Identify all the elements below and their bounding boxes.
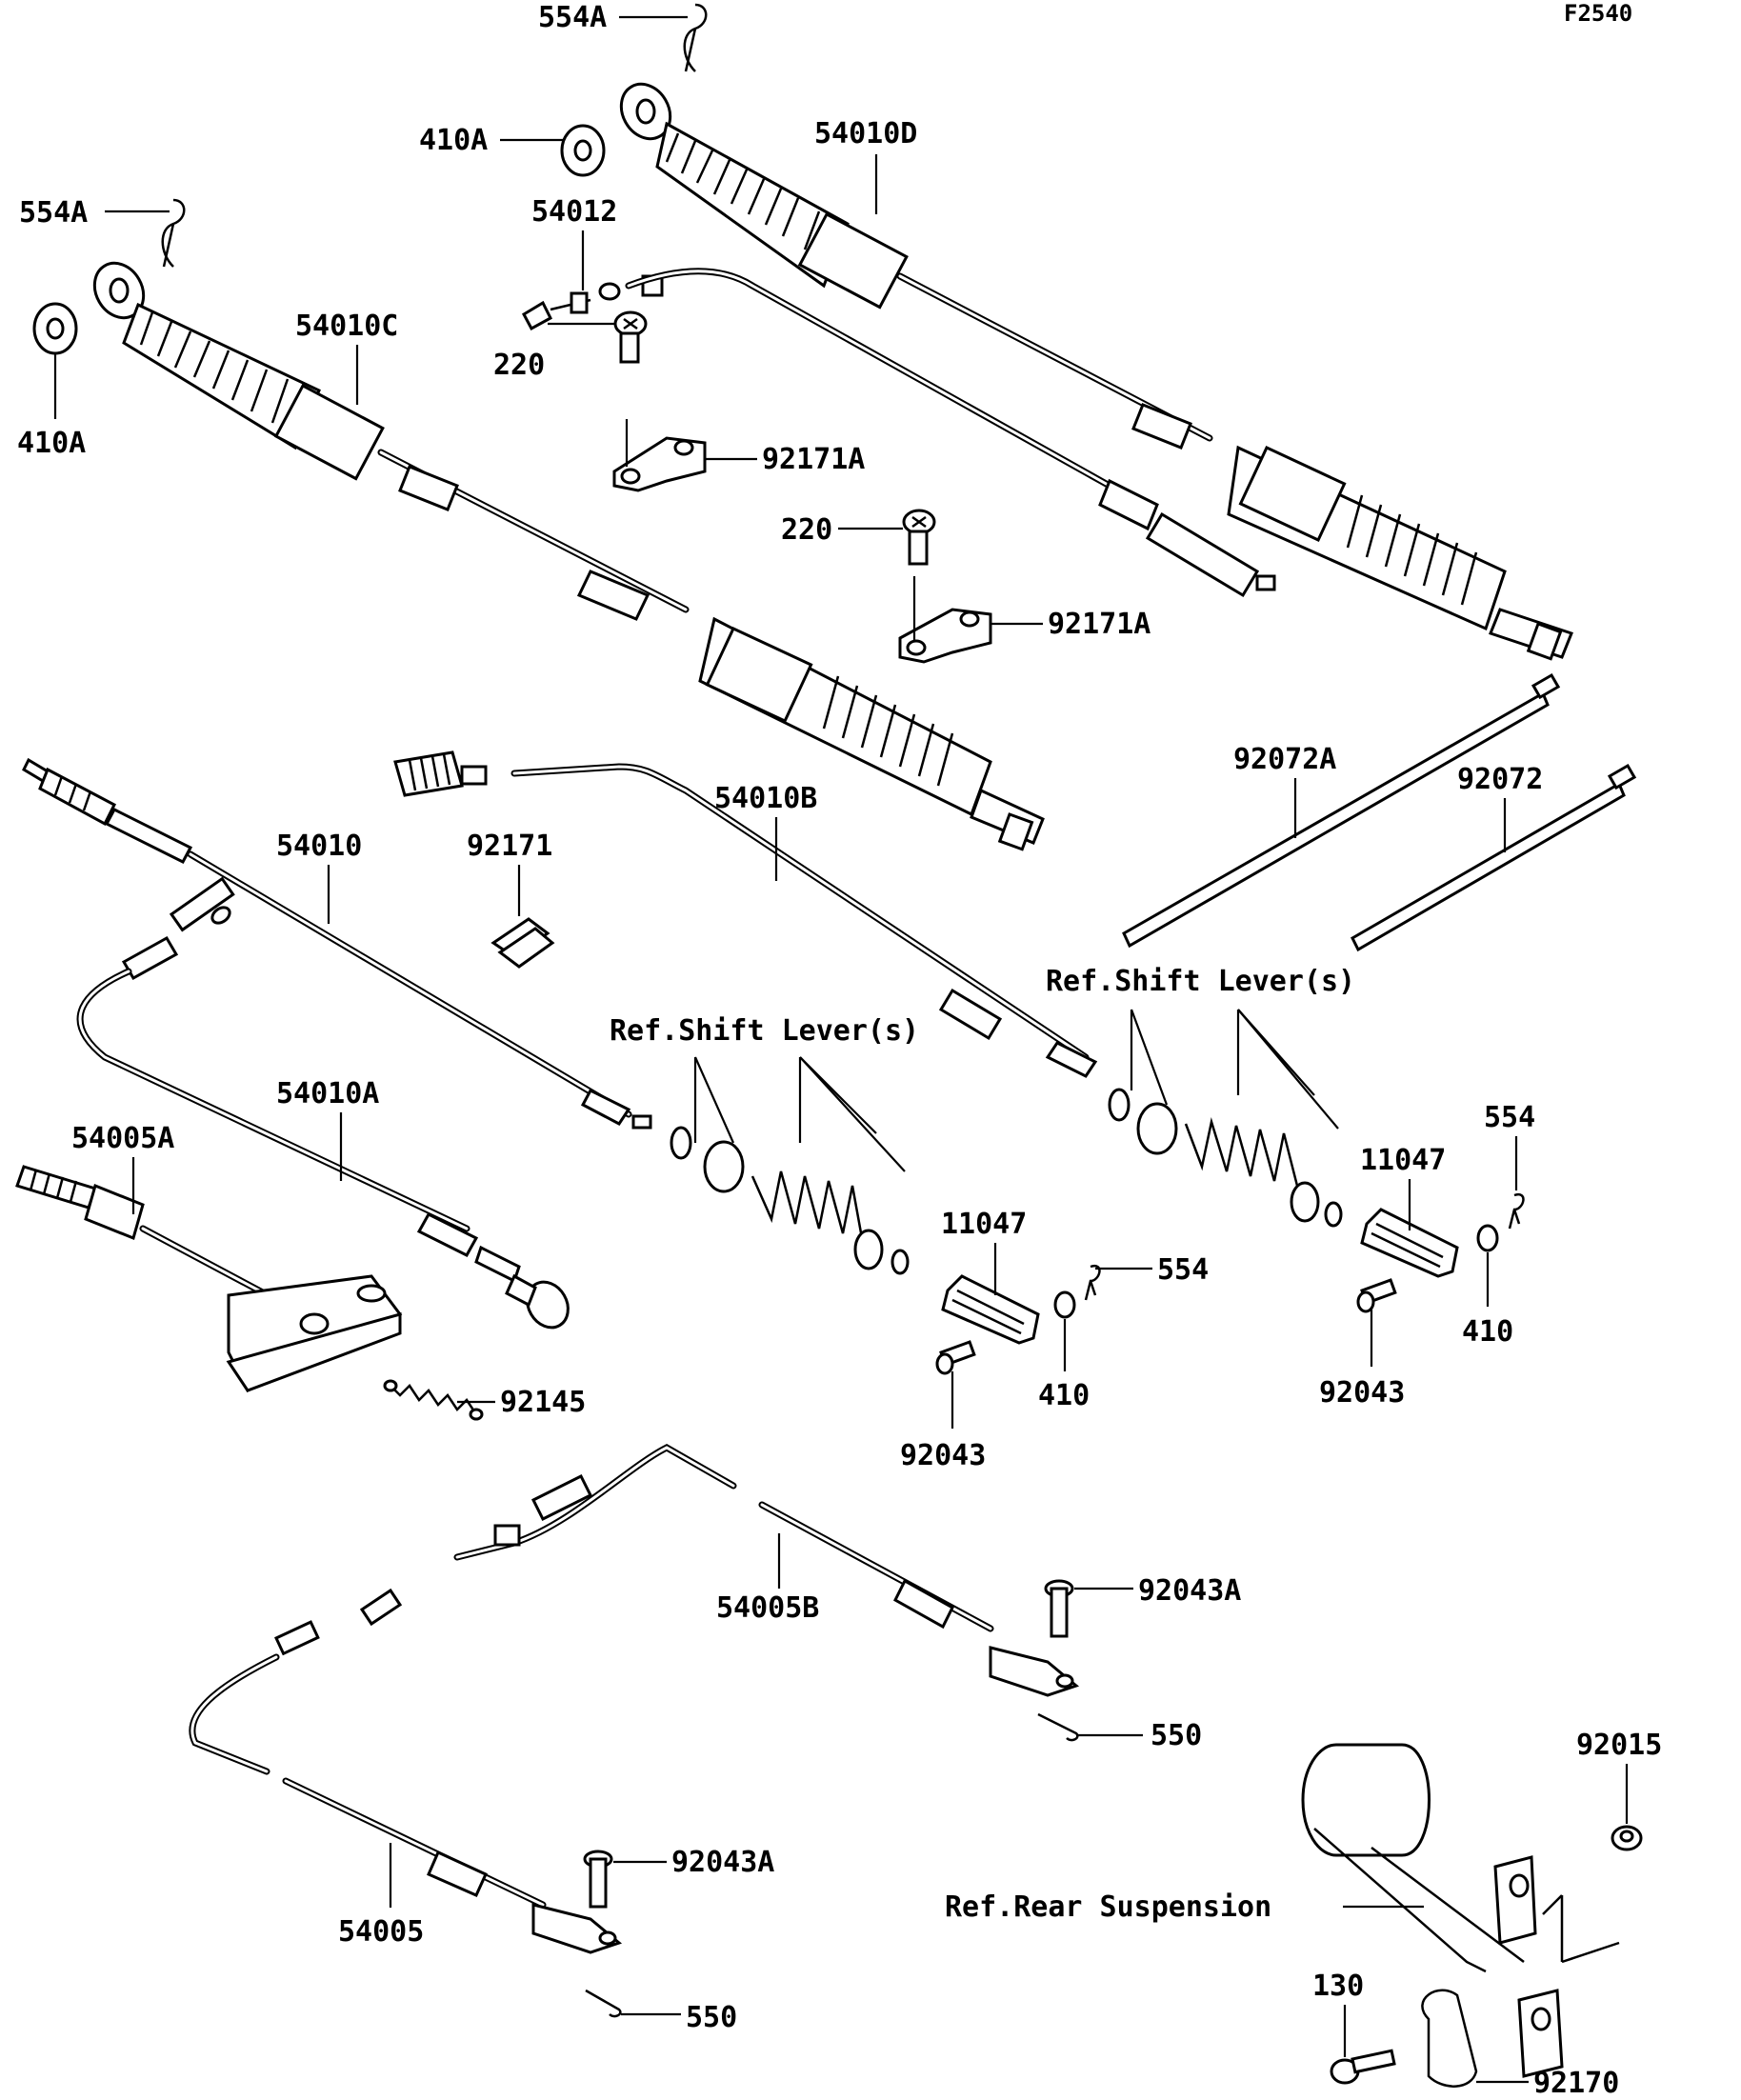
nut-92015 <box>1611 1825 1643 1851</box>
rear-suspension-bracket <box>1301 1743 1620 2078</box>
label-92170: 92170 <box>1533 2067 1619 2100</box>
cable-54005A <box>15 1165 403 1393</box>
cotter-550-a <box>1037 1712 1079 1742</box>
cable-54010A <box>76 876 570 1330</box>
label-ref-shift-2: Ref.Shift Lever(s) <box>1046 965 1355 998</box>
label-92171A-a: 92171A <box>762 443 865 476</box>
label-54010A: 54010A <box>276 1077 379 1110</box>
label-130: 130 <box>1312 1970 1364 2003</box>
eclip-1b <box>891 1249 910 1275</box>
screw-220-b <box>902 509 936 566</box>
pin-92043A-a <box>1044 1579 1074 1638</box>
clamp-92171A-b <box>898 608 992 664</box>
label-54005B: 54005B <box>716 1591 819 1625</box>
label-54010B: 54010B <box>714 782 817 815</box>
eclip-1a <box>670 1126 692 1160</box>
label-11047-b: 11047 <box>1360 1144 1446 1177</box>
pin-92043-b <box>1356 1278 1397 1313</box>
label-220-b: 220 <box>781 513 832 547</box>
clip-92170 <box>1421 1989 1478 2088</box>
clip-554A-left <box>161 198 186 268</box>
label-92043-a: 92043 <box>900 1439 986 1472</box>
washer-410-b <box>1476 1224 1499 1252</box>
link-11047-a <box>941 1274 1040 1345</box>
spring-2 <box>1184 1117 1299 1187</box>
label-54010C: 54010C <box>295 310 398 343</box>
cable-54010C <box>92 261 1045 851</box>
cable-54005 <box>189 1588 623 1954</box>
washer-2a <box>1136 1102 1178 1155</box>
washer-410A-top <box>560 124 606 177</box>
screw-220-a <box>613 310 648 364</box>
washer-1b <box>853 1229 884 1270</box>
cable-tie-92072 <box>1351 763 1637 952</box>
cable-54010 <box>22 757 652 1130</box>
label-554A-left: 554A <box>19 196 88 230</box>
label-ref-shift-1: Ref.Shift Lever(s) <box>610 1014 919 1048</box>
cable-54010B <box>393 750 1098 1078</box>
label-410A-top: 410A <box>419 124 488 157</box>
label-54005A: 54005A <box>71 1122 174 1155</box>
eclip-2b <box>1324 1201 1343 1228</box>
label-92043A-b: 92043A <box>671 1846 774 1879</box>
label-410-a: 410 <box>1038 1379 1090 1412</box>
cable-54010D <box>619 82 1573 661</box>
label-54010D: 54010D <box>814 117 917 150</box>
label-92072: 92072 <box>1457 763 1543 796</box>
label-554-a: 554 <box>1157 1253 1209 1287</box>
cable-tie-92072A <box>1122 672 1561 949</box>
label-550-a: 550 <box>1151 1719 1202 1752</box>
label-410A-left: 410A <box>17 427 86 460</box>
clip-92171 <box>490 917 555 969</box>
label-92171: 92171 <box>467 830 552 863</box>
cotter-550-b <box>585 1989 622 2018</box>
figure-code: F2540 <box>1564 0 1632 27</box>
spring-92145 <box>383 1379 484 1421</box>
cotter-554-a <box>1084 1264 1101 1301</box>
eclip-2a <box>1108 1088 1131 1122</box>
bolt-130 <box>1330 2049 1396 2085</box>
shift-lever-parts-1 <box>693 1056 906 1172</box>
label-92043-b: 92043 <box>1319 1376 1405 1410</box>
shift-lever-parts-2 <box>1130 1009 1339 1130</box>
pin-92043A-b <box>583 1850 613 1909</box>
pin-92043-a <box>935 1340 976 1375</box>
clamp-92171A-a <box>612 436 707 492</box>
washer-2b <box>1290 1181 1320 1223</box>
spring-1 <box>750 1170 864 1239</box>
label-92043A-a: 92043A <box>1138 1574 1241 1608</box>
washer-1a <box>703 1140 745 1193</box>
link-11047-b <box>1360 1208 1459 1278</box>
cable-54005B <box>453 1444 1080 1697</box>
label-92015: 92015 <box>1576 1729 1662 1762</box>
label-54005: 54005 <box>338 1915 424 1949</box>
label-ref-rear-suspension: Ref.Rear Suspension <box>945 1890 1271 1924</box>
washer-410-a <box>1053 1290 1076 1319</box>
label-11047-a: 11047 <box>941 1208 1027 1241</box>
label-220-a: 220 <box>493 349 545 382</box>
label-554-b: 554 <box>1484 1101 1535 1134</box>
cotter-554-b <box>1508 1192 1525 1230</box>
clip-554A-top <box>683 3 708 72</box>
label-54012: 54012 <box>531 195 617 229</box>
washer-410A-left <box>32 302 78 355</box>
label-54010: 54010 <box>276 830 362 863</box>
label-410-b: 410 <box>1462 1315 1513 1349</box>
label-550-b: 550 <box>686 2001 737 2034</box>
cable-54012 <box>522 268 1276 598</box>
label-92171A-b: 92171A <box>1048 608 1151 641</box>
label-554A-top: 554A <box>538 1 607 34</box>
label-92072A: 92072A <box>1233 743 1336 776</box>
label-92145: 92145 <box>500 1386 586 1419</box>
